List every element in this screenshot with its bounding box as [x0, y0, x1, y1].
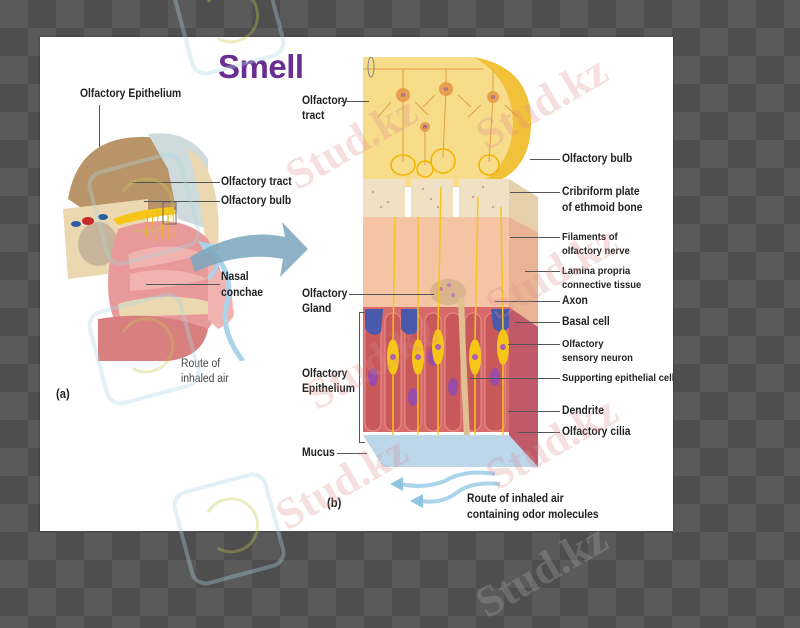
leader-line [530, 159, 560, 160]
leader-line [510, 192, 560, 193]
leader-line [341, 101, 369, 102]
leader-line [99, 105, 100, 160]
leader-line [470, 378, 560, 379]
label-mucus: Mucus [302, 447, 335, 459]
leader-line [349, 294, 434, 295]
leader-line [508, 344, 560, 345]
label-route-b-2: containing odor molecules [467, 509, 599, 521]
leader-line [515, 322, 560, 323]
panel-label-b: (b) [327, 496, 342, 510]
label-route-a-2: inhaled air [181, 373, 229, 385]
slide: Smell Olfactory Epithelium [40, 37, 673, 531]
nasal-cavity-illustration [63, 133, 245, 361]
bracket-bottom [359, 442, 365, 443]
label-olfactory-bulb-a: Olfactory bulb [221, 195, 292, 207]
bracket-top [359, 312, 365, 313]
label-sensory-neuron-1: Olfactory [562, 338, 604, 350]
slide-title: Smell [218, 48, 304, 85]
label-olfactory-bulb-b: Olfactory bulb [562, 153, 633, 165]
label-route-a-1: Route of [181, 358, 221, 370]
label-cribriform-1: Cribriform plate [562, 186, 640, 198]
label-olfactory-tract-b-2: tract [302, 110, 325, 122]
panel-label-a: (a) [56, 387, 70, 401]
label-olfactory-epithelium-b-1: Olfactory [302, 368, 348, 380]
leader-line [525, 271, 560, 272]
label-supporting-cell: Supporting epithelial cell [562, 372, 673, 384]
leader-line [508, 411, 560, 412]
label-basal-cell: Basal cell [562, 316, 610, 328]
label-cribriform-2: of ethmoid bone [562, 202, 643, 214]
leader-line [132, 182, 220, 183]
label-dendrite: Dendrite [562, 405, 604, 417]
label-olfactory-epithelium-b-2: Epithelium [302, 383, 355, 395]
bracket-epithelium [359, 312, 360, 442]
label-nasal-conchae-2: conchae [221, 287, 264, 299]
label-lamina-1: Lamina propria [562, 265, 631, 277]
zoom-arrow-icon [190, 222, 308, 277]
label-nasal-conchae-1: Nasal [221, 271, 249, 283]
label-olfactory-gland-1: Olfactory [302, 288, 348, 300]
label-olfactory-epithelium: Olfactory Epithelium [80, 88, 182, 100]
leader-line [495, 301, 560, 302]
label-filaments-2: olfactory nerve [562, 245, 630, 257]
label-sensory-neuron-2: sensory neuron [562, 352, 633, 364]
label-axon: Axon [562, 295, 588, 307]
label-olfactory-tract-b-1: Olfactory [302, 95, 348, 107]
olfactory-epithelium-illustration [363, 57, 538, 467]
label-olfactory-cilia: Olfactory cilia [562, 426, 631, 438]
leader-line [518, 432, 560, 433]
inhaled-air-arrow-icon [390, 470, 501, 508]
label-route-b-1: Route of inhaled air [467, 493, 564, 505]
leader-line [144, 201, 220, 202]
label-olfactory-gland-2: Gland [302, 303, 332, 315]
label-olfactory-tract-a: Olfactory tract [221, 176, 292, 188]
leader-line [510, 237, 560, 238]
label-lamina-2: connective tissue [562, 279, 642, 291]
label-filaments-1: Filaments of [562, 231, 618, 243]
leader-line [337, 453, 367, 454]
leader-line [146, 284, 220, 285]
